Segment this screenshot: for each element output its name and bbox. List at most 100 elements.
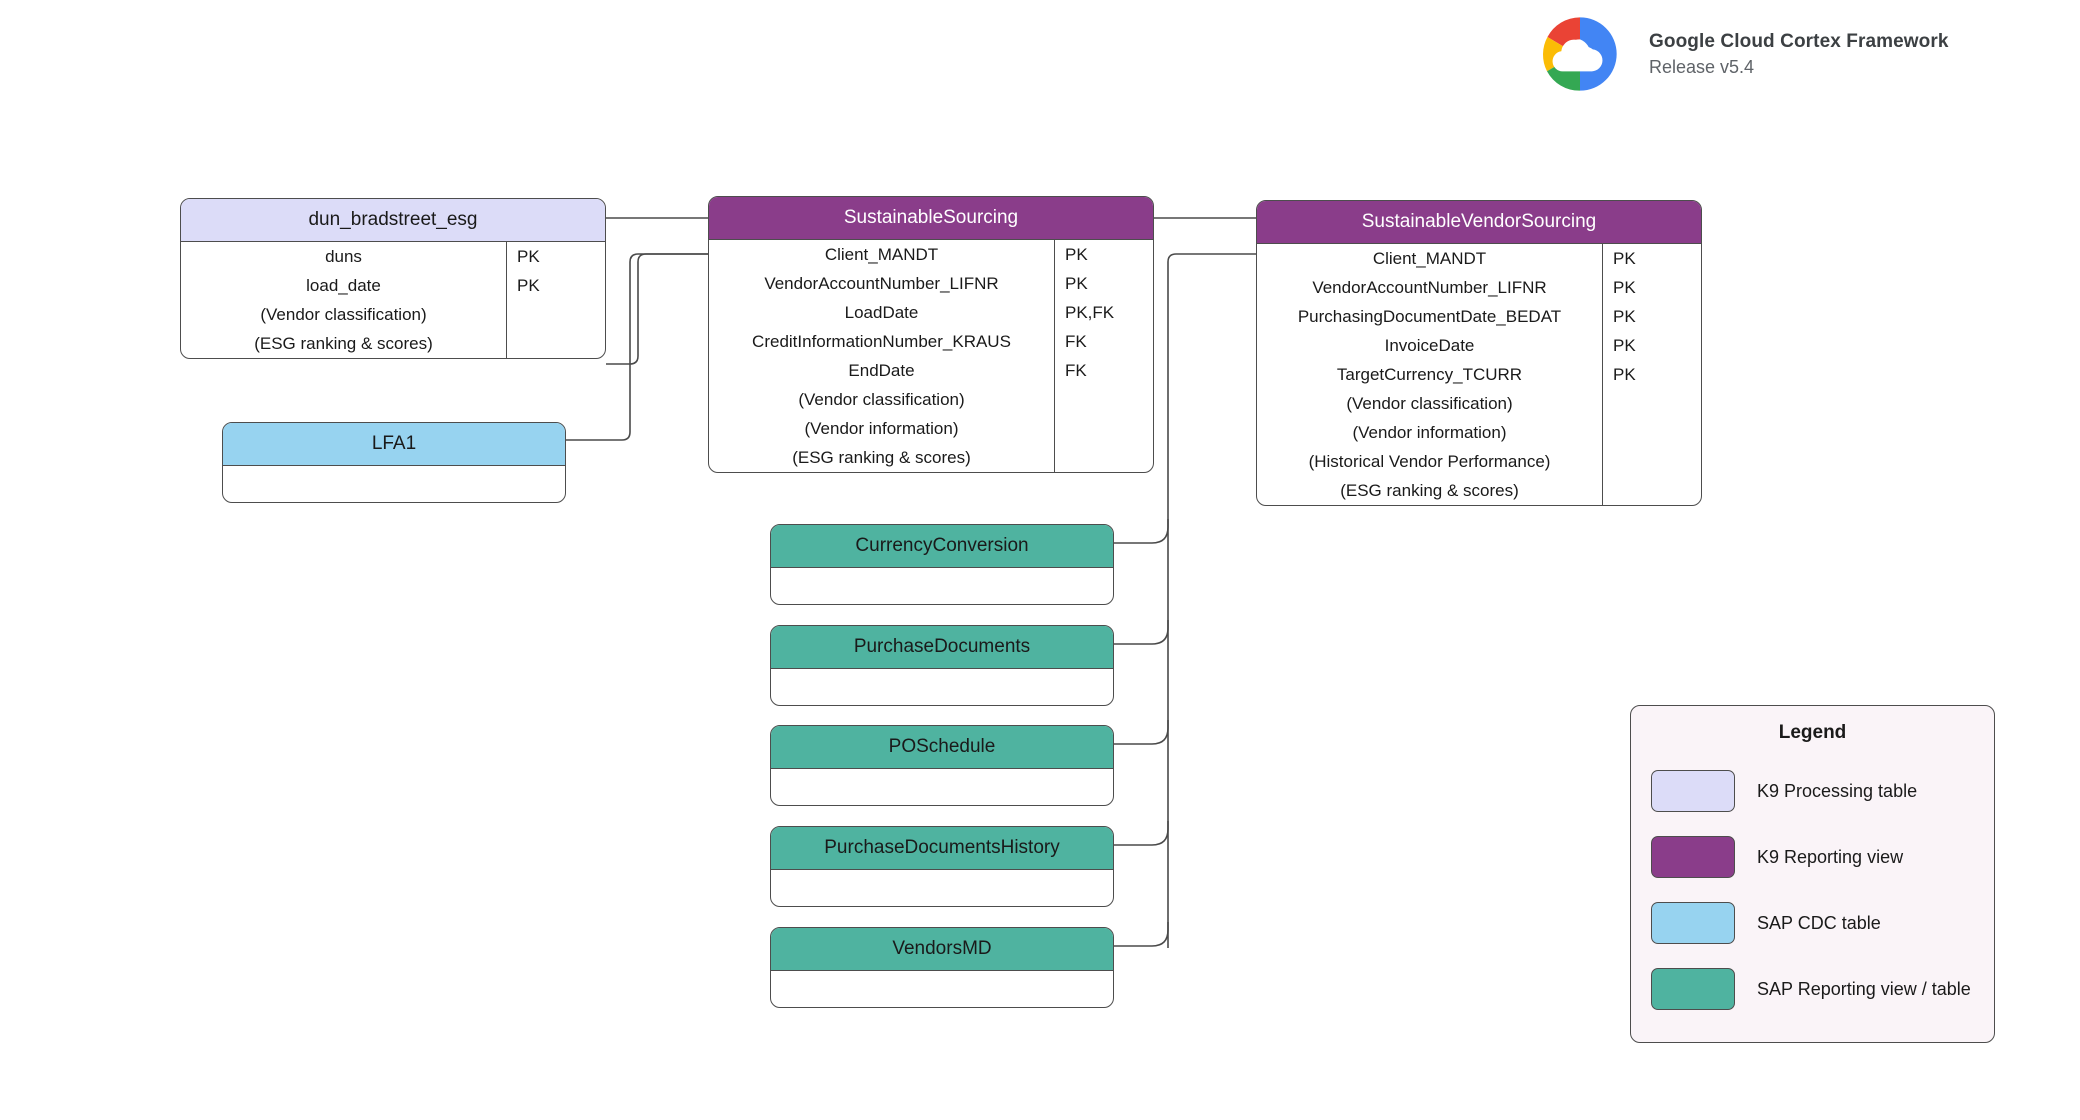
field-row: (Vendor classification): [260, 304, 427, 324]
connector-purchasedocuments-trunk: [1114, 620, 1169, 645]
legend: Legend K9 Processing table K9 Reporting …: [1630, 705, 1995, 1043]
field-row: LoadDate: [844, 302, 919, 322]
key-badge: PK: [517, 246, 540, 266]
legend-item-k9-processing-table: K9 Processing table: [1651, 758, 1974, 824]
entity-body: [771, 568, 1113, 604]
key-badge: [507, 329, 605, 358]
entity-body: [771, 769, 1113, 805]
field-row: (Historical Vendor Performance): [1308, 451, 1551, 471]
field-column: Client_MANDT VendorAccountNumber_LIFNR P…: [1257, 244, 1602, 505]
field-row: VendorAccountNumber_LIFNR: [764, 273, 999, 293]
entity-body: duns load_date (Vendor classification) (…: [181, 242, 605, 358]
entity-title: PurchaseDocumentsHistory: [771, 827, 1113, 870]
field-row: PurchasingDocumentDate_BEDAT: [1297, 306, 1562, 326]
legend-swatch: [1651, 902, 1735, 944]
field-row: InvoiceDate: [1384, 335, 1475, 355]
key-badge: PK,FK: [1065, 302, 1115, 322]
entity-purchase-documents-history[interactable]: PurchaseDocumentsHistory: [770, 826, 1114, 907]
legend-label: K9 Processing table: [1757, 780, 1918, 801]
entity-title: POSchedule: [771, 726, 1113, 769]
legend-item-sap-cdc-table: SAP CDC table: [1651, 890, 1974, 956]
entity-body: Client_MANDT VendorAccountNumber_LIFNR P…: [1257, 244, 1701, 505]
entity-title: SustainableSourcing: [709, 197, 1153, 240]
connector-vendorsmd-trunk: [1114, 922, 1169, 947]
field-row: duns: [325, 246, 362, 266]
key-badge: PK: [1613, 335, 1636, 355]
field-row: Client_MANDT: [1372, 248, 1487, 268]
key-badge: PK: [1613, 277, 1636, 297]
key-badge: PK: [1613, 248, 1636, 268]
entity-body: [771, 971, 1113, 1007]
entity-title: LFA1: [223, 423, 565, 466]
entity-body: [771, 870, 1113, 906]
entity-sustainable-vendor-sourcing[interactable]: SustainableVendorSourcing Client_MANDT V…: [1256, 200, 1702, 506]
legend-label: SAP Reporting view / table: [1757, 978, 1971, 999]
entity-lfa1[interactable]: LFA1: [222, 422, 566, 503]
entity-body: Client_MANDT VendorAccountNumber_LIFNR L…: [709, 240, 1153, 472]
connector-currencyconversion-trunk: [1114, 519, 1169, 544]
field-row: TargetCurrency_TCURR: [1336, 364, 1523, 384]
legend-item-k9-reporting-view: K9 Reporting view: [1651, 824, 1974, 890]
connector-sap-trunk: [1167, 253, 1256, 948]
entity-body: [223, 466, 565, 502]
legend-label: K9 Reporting view: [1757, 846, 1904, 867]
brand-release: Release v5.4: [1649, 56, 1755, 77]
field-row: (Vendor information): [804, 418, 959, 438]
entity-title: CurrencyConversion: [771, 525, 1113, 568]
key-badge: [1603, 476, 1701, 505]
brand-title: Google Cloud Cortex Framework: [1649, 31, 1949, 53]
key-badge: PK: [1613, 306, 1636, 326]
key-badge: [1603, 389, 1701, 418]
key-badge: PK: [1065, 273, 1088, 293]
key-badge: PK: [1613, 364, 1636, 384]
field-row: (Vendor classification): [798, 389, 965, 409]
key-badge: [1055, 443, 1153, 472]
entity-title: PurchaseDocuments: [771, 626, 1113, 669]
connector-dunbradstreet-sustainablesourcing-2: [606, 253, 708, 365]
connector-poschedule-trunk: [1114, 720, 1169, 745]
field-row: (Vendor classification): [1346, 393, 1513, 413]
field-row: (Vendor information): [1352, 422, 1507, 442]
brand-header: Google Cloud Cortex Framework Release v5…: [1525, 10, 1949, 98]
key-badge: [1055, 414, 1153, 443]
entity-vendors-md[interactable]: VendorsMD: [770, 927, 1114, 1008]
field-row: EndDate: [848, 360, 915, 380]
field-column: Client_MANDT VendorAccountNumber_LIFNR L…: [709, 240, 1054, 472]
key-badge: PK: [517, 275, 540, 295]
field-row: (ESG ranking & scores): [792, 447, 971, 467]
legend-swatch: [1651, 836, 1735, 878]
field-row: (ESG ranking & scores): [1340, 480, 1519, 500]
google-cloud-logo-icon: [1542, 17, 1617, 91]
key-column: PK PK PK PK PK: [1602, 244, 1701, 505]
entity-currency-conversion[interactable]: CurrencyConversion: [770, 524, 1114, 605]
key-badge: FK: [1065, 331, 1087, 351]
entity-body: [771, 669, 1113, 705]
entity-po-schedule[interactable]: POSchedule: [770, 725, 1114, 806]
entity-title: SustainableVendorSourcing: [1257, 201, 1701, 244]
connector-purchasedocumentshistory-trunk: [1114, 821, 1169, 846]
field-column: duns load_date (Vendor classification) (…: [181, 242, 506, 358]
legend-item-sap-reporting-view-table: SAP Reporting view / table: [1651, 956, 1974, 1022]
key-badge: [1055, 385, 1153, 414]
legend-label: SAP CDC table: [1757, 912, 1881, 933]
key-badge: PK: [1065, 244, 1088, 264]
entity-title: VendorsMD: [771, 928, 1113, 971]
key-badge: [1603, 447, 1701, 476]
key-badge: [507, 300, 605, 329]
field-row: Client_MANDT: [824, 244, 939, 264]
field-row: VendorAccountNumber_LIFNR: [1312, 277, 1547, 297]
entity-dun-bradstreet-esg[interactable]: dun_bradstreet_esg duns load_date (Vendo…: [180, 198, 606, 359]
legend-swatch: [1651, 968, 1735, 1010]
key-column: PK PK: [506, 242, 605, 358]
key-badge: FK: [1065, 360, 1087, 380]
legend-swatch: [1651, 770, 1735, 812]
entity-sustainable-sourcing[interactable]: SustainableSourcing Client_MANDT VendorA…: [708, 196, 1154, 473]
key-badge: [1603, 418, 1701, 447]
entity-title: dun_bradstreet_esg: [181, 199, 605, 242]
legend-title: Legend: [1778, 722, 1847, 743]
field-row: load_date: [306, 275, 381, 295]
field-row: CreditInformationNumber_KRAUS: [752, 331, 1011, 351]
key-column: PK PK PK,FK FK FK: [1054, 240, 1153, 472]
entity-purchase-documents[interactable]: PurchaseDocuments: [770, 625, 1114, 706]
field-row: (ESG ranking & scores): [254, 333, 433, 353]
